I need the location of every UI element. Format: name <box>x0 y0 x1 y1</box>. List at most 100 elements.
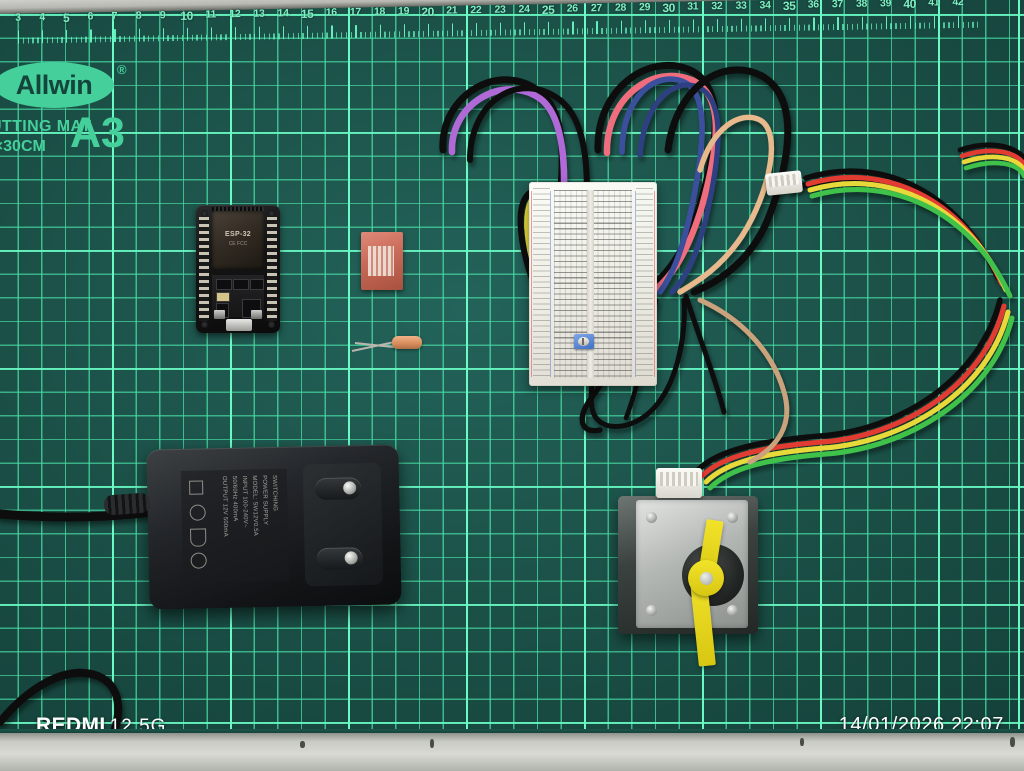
ruler-tick-minor <box>51 37 54 44</box>
ruler-label: 12 <box>229 8 241 21</box>
ruler-tick-major <box>885 16 887 30</box>
ruler-tick-major <box>524 22 526 36</box>
ruler-tick-minor <box>504 29 507 36</box>
esp32-enable-button[interactable] <box>251 310 262 319</box>
ruler-tick-minor <box>866 23 868 30</box>
ruler-tick-major <box>596 21 598 35</box>
desk-speck-4 <box>1010 737 1015 747</box>
ruler-label: 14 <box>277 7 289 20</box>
ruler-tick-minor <box>577 28 579 35</box>
esp32-boot-button[interactable] <box>214 310 225 319</box>
desk-speck-3 <box>800 738 804 746</box>
ruler-tick-major <box>355 25 357 39</box>
trimpot-adjust-screw[interactable] <box>578 337 589 346</box>
adapter-symbol-square <box>189 480 204 495</box>
ruler-tick-minor <box>393 31 396 38</box>
brand-name: Allwin <box>15 69 93 100</box>
brand-oval <box>0 62 114 108</box>
ruler-tick-minor <box>514 29 516 36</box>
ruler-tick-minor <box>230 34 232 41</box>
ruler-tick-minor <box>649 27 651 34</box>
ruler-tick-major <box>331 25 333 39</box>
ruler-tick-minor <box>408 31 410 38</box>
ruler-label: 9 <box>159 9 166 22</box>
ruler-tick-minor <box>818 24 820 31</box>
ruler-tick-minor <box>543 28 545 35</box>
ruler-tick-minor <box>553 28 555 35</box>
ruler-tick-major <box>138 28 140 42</box>
trimmer-potentiometer[interactable] <box>574 334 594 349</box>
ruler-tick-minor <box>143 35 145 42</box>
ruler-tick-minor <box>533 29 536 36</box>
ruler-tick-minor <box>360 32 362 39</box>
motor-screw-tl <box>646 512 657 523</box>
ruler-tick-major <box>42 30 44 44</box>
esp32-mount-hole-tr <box>268 210 275 217</box>
ruler-label: 7 <box>111 10 118 23</box>
adapter-symbol-polarity <box>190 552 207 569</box>
ruler-tick-minor <box>109 36 111 43</box>
ruler-tick-major <box>813 17 815 31</box>
ruler-label: 21 <box>446 4 458 17</box>
ruler-tick-minor <box>490 29 492 36</box>
ruler-tick-major <box>789 17 791 31</box>
ruler-tick-minor <box>591 28 593 35</box>
breadboard-power-rail-left <box>533 188 550 380</box>
ruler-tick-minor <box>880 23 883 30</box>
ruler-tick-minor <box>731 25 733 32</box>
ruler-tick-minor <box>625 27 627 34</box>
ruler-tick-minor <box>46 37 49 44</box>
ruler-label: 42 <box>952 0 964 9</box>
ruler-tick-minor <box>85 36 87 43</box>
ruler-tick-minor <box>630 27 632 34</box>
ruler-label: 18 <box>373 5 386 18</box>
ruler-tick-minor <box>697 26 699 33</box>
esp32-board: ESP-32 CE FCC <box>196 205 280 333</box>
adapter-label-line6: OUTPUT 12V 500mA <box>220 475 229 537</box>
ruler-tick-minor <box>654 27 656 34</box>
ruler-tick-minor <box>827 24 830 31</box>
ruler-tick-minor <box>678 26 680 33</box>
ruler-tick-minor <box>239 34 242 41</box>
ruler-tick-major <box>234 27 237 41</box>
ruler-tick-minor <box>495 29 497 36</box>
ruler-tick-minor <box>201 34 203 41</box>
mat-branding: Allwin ® CUTTING MAT 45×30CM A3 <box>0 60 156 160</box>
breadboard-center-gutter <box>587 190 594 378</box>
ruler-label: 34 <box>759 0 771 12</box>
ruler-tick-minor <box>803 24 805 31</box>
ruler-tick-minor <box>919 22 921 29</box>
ruler-tick-major <box>307 25 309 39</box>
ruler-tick-minor <box>196 34 198 41</box>
ruler-tick-major <box>644 20 646 34</box>
ruler-tick-major <box>620 20 622 34</box>
power-adapter: SWITCHING POWER SUPPLY MODEL: SW12V0.5A … <box>146 444 402 610</box>
ruler-tick-major <box>114 29 116 43</box>
resistor-body <box>392 336 422 349</box>
desk-speck-1 <box>300 741 305 748</box>
esp32-usb-port[interactable] <box>226 319 252 331</box>
ruler-tick-minor <box>736 25 738 32</box>
ruler-label: 4 <box>39 11 45 24</box>
ruler-tick-minor <box>832 24 834 31</box>
ruler-tick-major <box>66 29 68 43</box>
ruler-tick-minor <box>61 36 63 43</box>
ruler-tick-minor <box>128 35 131 42</box>
jst-connector <box>764 170 804 196</box>
ruler-tick-minor <box>263 33 266 40</box>
ruler-tick-minor <box>95 36 97 43</box>
ruler-tick-minor <box>80 36 82 43</box>
ruler-tick-minor <box>365 31 367 38</box>
ruler-tick-minor <box>808 24 810 31</box>
breadboard-rail-line-red-left <box>531 191 532 377</box>
ruler-tick-major <box>837 17 839 31</box>
ruler-tick-minor <box>977 21 979 28</box>
breadboard-rail-line-red-right <box>654 191 655 377</box>
jst-connector-ribs <box>768 173 800 188</box>
desk-edge-bottom <box>0 733 1024 771</box>
ruler-tick-major <box>259 26 261 40</box>
ruler-tick-minor <box>384 31 386 38</box>
ruler-tick-minor <box>928 22 931 29</box>
ruler-label: 20 <box>421 4 435 20</box>
